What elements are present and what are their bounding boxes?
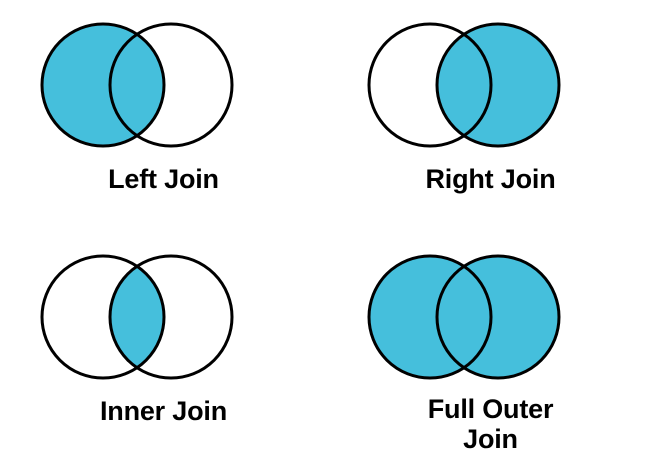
venn-right-join bbox=[367, 10, 601, 160]
diagram-cell-inner-join: Inner Join bbox=[0, 237, 327, 474]
venn-full-outer-join-svg bbox=[367, 254, 560, 380]
venn-circle-left-outline bbox=[40, 22, 165, 148]
venn-full-outer-join bbox=[367, 242, 601, 392]
venn-circle-left-outline bbox=[367, 22, 492, 148]
diagram-cell-left-join: Left Join bbox=[0, 0, 327, 237]
venn-left-join bbox=[40, 10, 274, 160]
venn-circle-right-outline bbox=[435, 254, 560, 380]
venn-inner-join-svg bbox=[40, 254, 233, 380]
venn-intersection bbox=[109, 256, 164, 378]
venn-circle-right-outline bbox=[108, 22, 233, 148]
venn-right-join-svg bbox=[367, 22, 560, 148]
venn-circle-right-outline bbox=[435, 22, 560, 148]
diagram-label-inner-join: Inner Join bbox=[99, 396, 227, 426]
venn-circle-left-outline bbox=[40, 254, 165, 380]
venn-left-join-svg bbox=[40, 22, 233, 148]
venn-circle-right bbox=[436, 256, 559, 378]
venn-intersection bbox=[436, 24, 491, 146]
venn-inner-join bbox=[40, 242, 274, 392]
diagram-cell-full-outer-join: Full Outer Join bbox=[327, 237, 654, 474]
diagram-label-left-join: Left Join bbox=[108, 164, 219, 194]
venn-circle-right-outline bbox=[108, 254, 233, 380]
venn-circle-left-outline bbox=[367, 254, 492, 380]
venn-intersection bbox=[109, 24, 164, 146]
diagram-label-full-outer-join: Full Outer Join bbox=[427, 394, 554, 455]
diagram-cell-right-join: Right Join bbox=[327, 0, 654, 237]
diagram-label-right-join: Right Join bbox=[425, 164, 556, 194]
